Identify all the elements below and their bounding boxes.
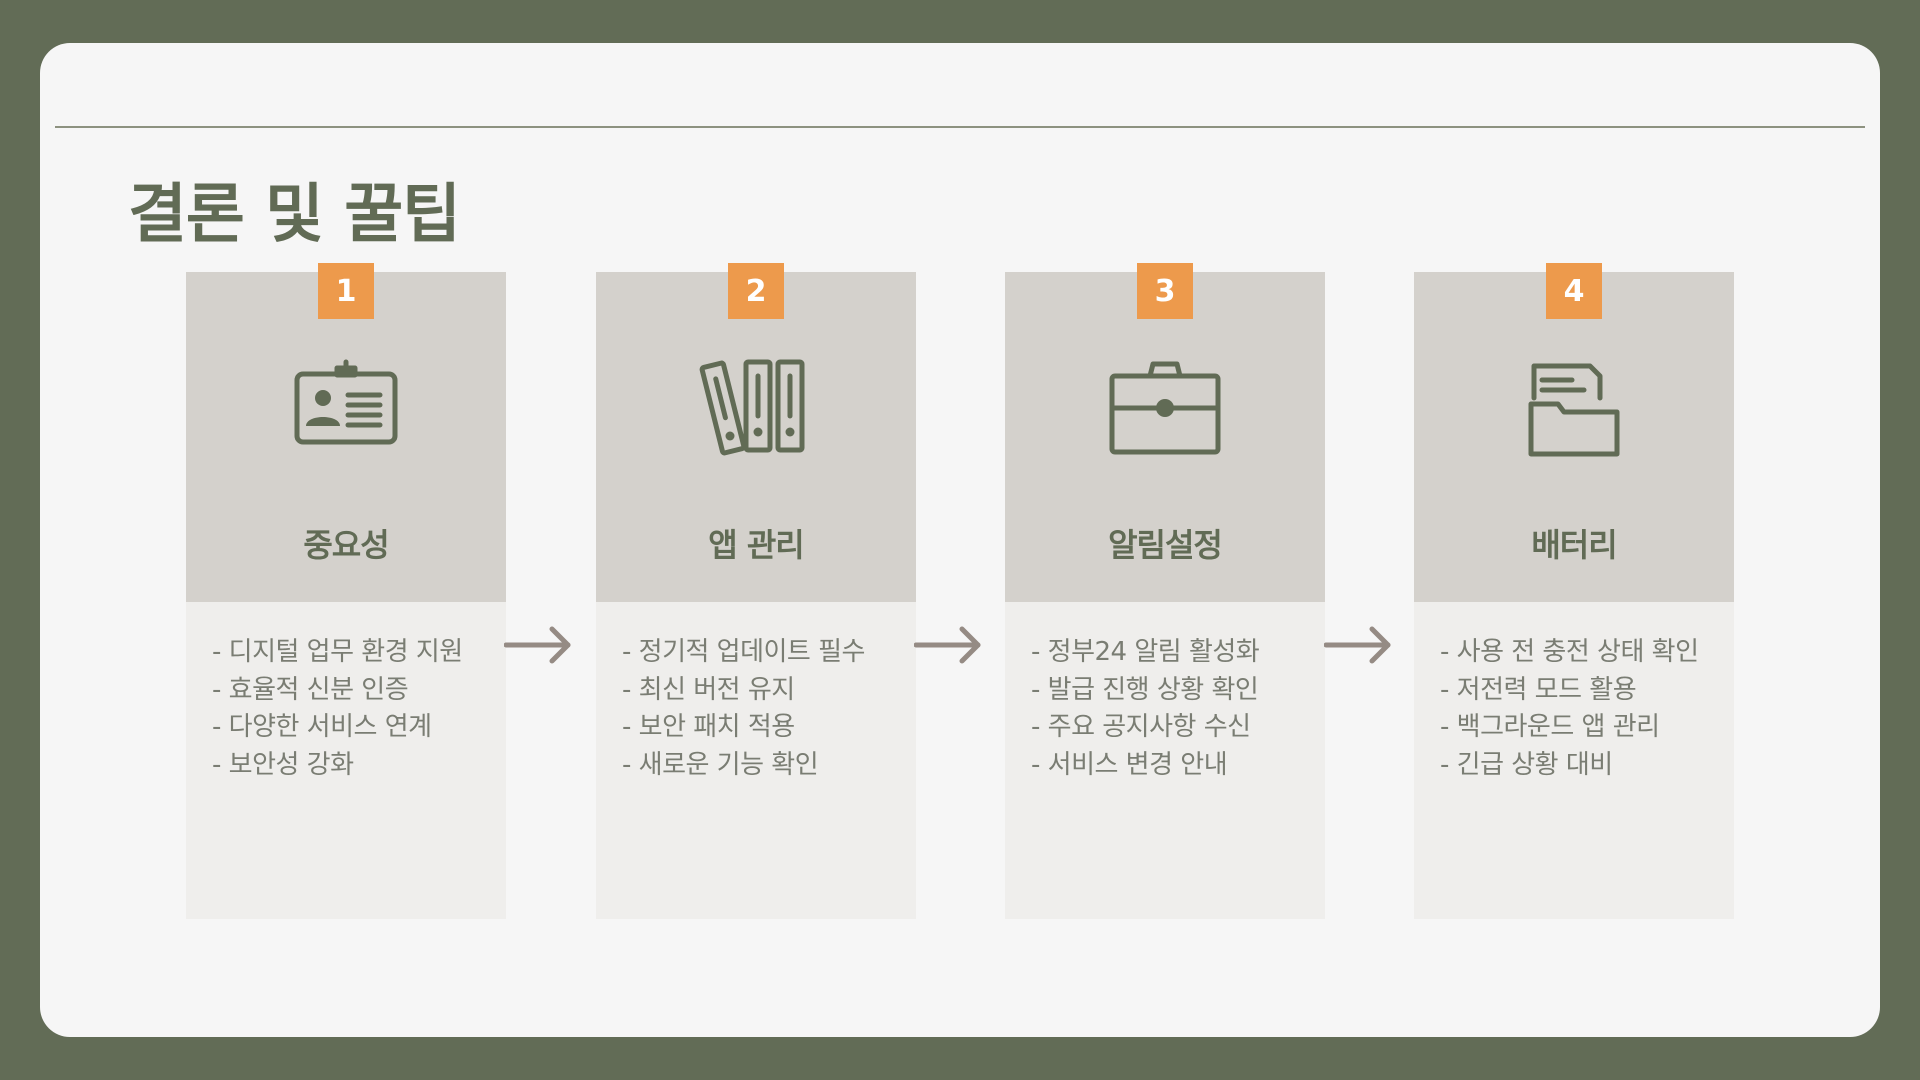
briefcase-icon — [1109, 361, 1221, 455]
card-header: 3 알림설정 — [1005, 263, 1325, 602]
card-title: 중요성 — [303, 526, 389, 564]
arrow-right-icon — [504, 626, 571, 664]
list-item: - 보안성 강화 — [212, 749, 354, 780]
list-item: - 정기적 업데이트 필수 — [622, 637, 865, 667]
card-header: 4 배터리 — [1414, 263, 1734, 602]
list-item: - 다양한 서비스 연계 — [212, 712, 432, 742]
bullet-list: - 사용 전 충전 상태 확인 - 저전력 모드 활용 - 백그라운드 앱 관리… — [1440, 634, 1699, 784]
card-header: 2 앱 관리 — [596, 263, 916, 602]
slide-title: 결론 및 꿀팁 — [128, 178, 461, 252]
list-item: - 새로운 기능 확인 — [622, 749, 819, 780]
list-item: - 사용 전 충전 상태 확인 — [1440, 637, 1699, 667]
binders-icon — [699, 359, 805, 456]
card-body — [1005, 602, 1325, 919]
bullet-list: - 정기적 업데이트 필수 - 최신 버전 유지 - 보안 패치 적용 - 새로… — [622, 634, 865, 784]
bullet-list: - 디지털 업무 환경 지원 - 효율적 신분 인증 - 다양한 서비스 연계 … — [212, 634, 463, 784]
list-item: - 효율적 신분 인증 — [212, 674, 409, 705]
step-card-3: 3 알림설정 - 정부24 알림 활성화 - 발급 진행 상황 확인 - 주요 … — [1005, 263, 1325, 919]
list-item: - 서비스 변경 안내 — [1031, 749, 1228, 780]
list-item: - 보안 패치 적용 — [622, 712, 795, 742]
card-title: 배터리 — [1531, 526, 1617, 564]
step-card-4: 4 배터리 - 사용 전 충전 상태 확인 - 저전력 모드 활용 - 백그라운… — [1414, 263, 1734, 919]
folder-document-icon — [1528, 363, 1620, 457]
top-divider — [55, 126, 1865, 128]
list-item: - 긴급 상황 대비 — [1440, 749, 1613, 780]
list-item: - 저전력 모드 활용 — [1440, 674, 1637, 705]
list-item: - 디지털 업무 환경 지원 — [212, 637, 463, 667]
card-header: 1 중요성 — [186, 263, 506, 602]
step-number-badge: 1 — [318, 263, 374, 319]
step-number-badge: 3 — [1137, 263, 1193, 319]
bullet-list: - 정부24 알림 활성화 - 발급 진행 상황 확인 - 주요 공지사항 수신… — [1031, 634, 1260, 784]
arrow-right-icon — [914, 626, 981, 664]
arrow-right-icon — [1324, 626, 1391, 664]
step-card-1: 1 중요성 - 디지털 업무 환경 지원 - 효율적 신분 인증 - 다양한 서… — [186, 263, 506, 919]
step-number-badge: 2 — [728, 263, 784, 319]
card-body — [186, 602, 506, 919]
step-card-2: 2 앱 관리 - 정기적 업데이트 필수 - 최신 버전 유지 - 보안 패치 … — [596, 263, 916, 919]
list-item: - 정부24 알림 활성화 — [1031, 637, 1260, 667]
card-body — [1414, 602, 1734, 919]
id-card-icon — [294, 359, 398, 445]
step-number-badge: 4 — [1546, 263, 1602, 319]
card-body — [596, 602, 916, 919]
card-title: 앱 관리 — [708, 526, 804, 564]
card-title: 알림설정 — [1108, 526, 1223, 564]
list-item: - 백그라운드 앱 관리 — [1440, 712, 1660, 742]
list-item: - 최신 버전 유지 — [622, 674, 795, 705]
list-item: - 주요 공지사항 수신 — [1031, 712, 1251, 742]
list-item: - 발급 진행 상황 확인 — [1031, 674, 1259, 705]
